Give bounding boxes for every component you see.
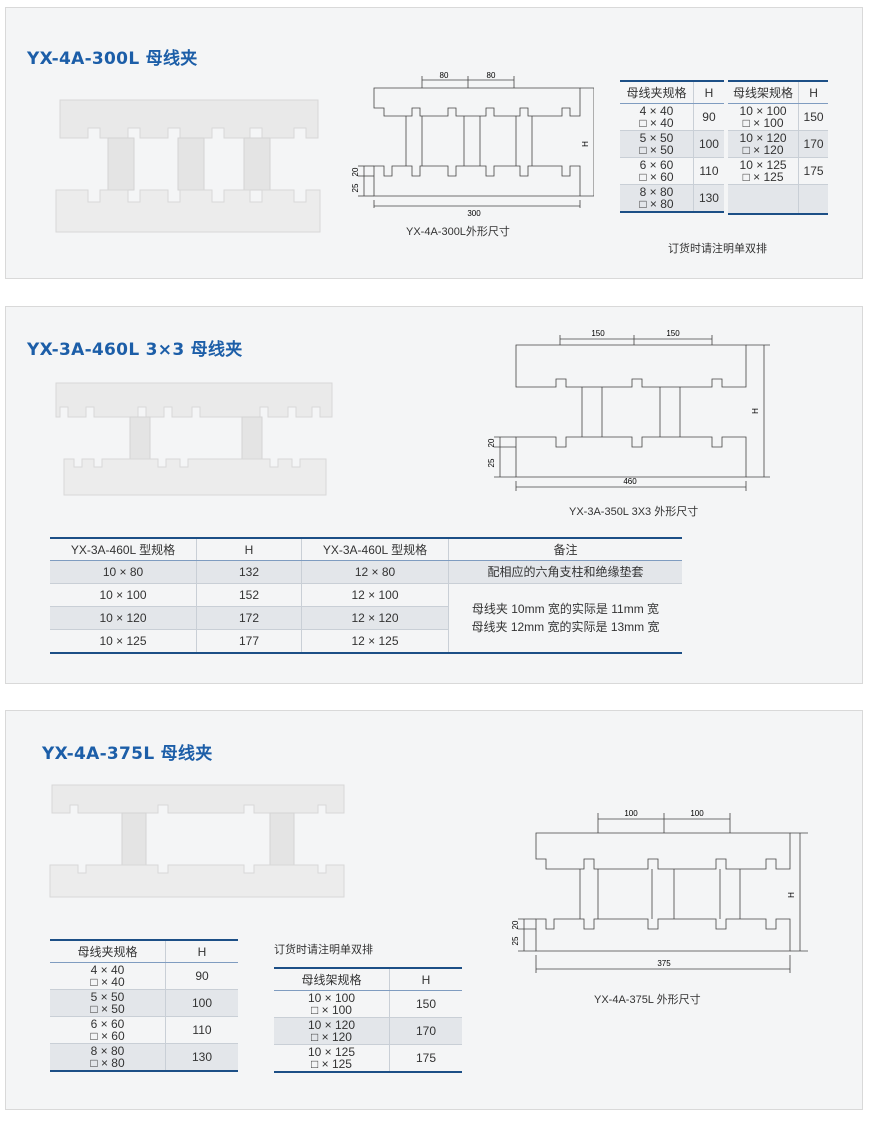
product-photo — [55, 99, 321, 233]
col-header: YX-3A-460L 型规格 — [301, 537, 449, 561]
dimension-drawing: 100 100 H 20 25 375 — [511, 809, 808, 973]
remark-cell: 配相应的六角支柱和绝缘垫套 — [448, 560, 682, 584]
col-header: 母线架规格 — [274, 967, 390, 991]
table-row: 10 × 80 132 12 × 80 配相应的六角支柱和绝缘垫套 — [50, 560, 682, 584]
dim-20: 20 — [351, 167, 360, 176]
dim-length: 300 — [467, 209, 481, 218]
dimension-drawing: 80 80 H 20 25 300 — [351, 71, 594, 218]
dim-height: H — [751, 408, 760, 414]
spec-table: YX-3A-460L 型规格 H YX-3A-460L 型规格 备注 10 × … — [50, 537, 682, 654]
drawing-caption: YX-3A-350L 3X3 外形尺寸 — [569, 506, 699, 518]
product-panel-yx-3a-460l: YX-3A-460L 3×3 母线夹 150 150 H 20 25 460 Y… — [5, 306, 863, 684]
dim-spacing-a: 150 — [591, 329, 605, 338]
col-header: 备注 — [448, 537, 682, 561]
col-header: 母线夹规格 — [620, 80, 694, 104]
dim-height: H — [787, 892, 796, 898]
drawing-caption: YX-4A-375L 外形尺寸 — [594, 994, 701, 1006]
col-header: H — [692, 80, 724, 104]
col-header: 母线夹规格 — [50, 939, 166, 963]
dim-spacing-a: 80 — [440, 71, 449, 80]
col-header: H — [389, 967, 462, 991]
dim-25: 25 — [351, 183, 360, 192]
product-panel-yx-4a-300l: YX-4A-300L 母线夹 80 80 H 20 25 300 — [5, 7, 863, 279]
product-title: YX-3A-460L 3×3 母线夹 — [27, 340, 243, 360]
dim-length: 460 — [623, 477, 637, 486]
drawing-caption: YX-4A-300L外形尺寸 — [406, 226, 510, 238]
dim-length: 375 — [657, 959, 671, 968]
order-note: 订货时请注明单双排 — [668, 242, 767, 255]
table-row — [728, 184, 828, 215]
dim-spacing-b: 150 — [666, 329, 680, 338]
col-header: H — [798, 80, 828, 104]
remark-cell: 母线夹 10mm 宽的实际是 11mm 宽 母线夹 12mm 宽的实际是 13m… — [448, 583, 682, 654]
col-header: H — [196, 537, 302, 561]
table-row: 10 × 120 172 12 × 120 — [50, 606, 682, 630]
product-title: YX-4A-375L 母线夹 — [42, 744, 213, 764]
product-title: YX-4A-300L 母线夹 — [27, 49, 198, 69]
dim-25: 25 — [511, 936, 520, 945]
product-photo — [49, 784, 345, 898]
dim-20: 20 — [511, 920, 520, 929]
col-header: 母线架规格 — [728, 80, 799, 104]
dim-25: 25 — [487, 458, 496, 467]
col-header: H — [165, 939, 238, 963]
dim-spacing-a: 100 — [624, 809, 638, 818]
order-note: 订货时请注明单双排 — [274, 943, 373, 956]
table-row: 10 × 100 152 12 × 100 母线夹 10mm 宽的实际是 11m… — [50, 583, 682, 654]
dim-spacing-b: 80 — [487, 71, 496, 80]
dim-20: 20 — [487, 438, 496, 447]
dimension-drawing: 150 150 H 20 25 460 — [487, 329, 770, 491]
dim-height: H — [581, 141, 590, 147]
table-row: 10 × 125 177 12 × 125 — [50, 629, 682, 654]
col-header: YX-3A-460L 型规格 — [50, 537, 197, 561]
product-photo — [55, 382, 333, 496]
dim-spacing-b: 100 — [690, 809, 704, 818]
